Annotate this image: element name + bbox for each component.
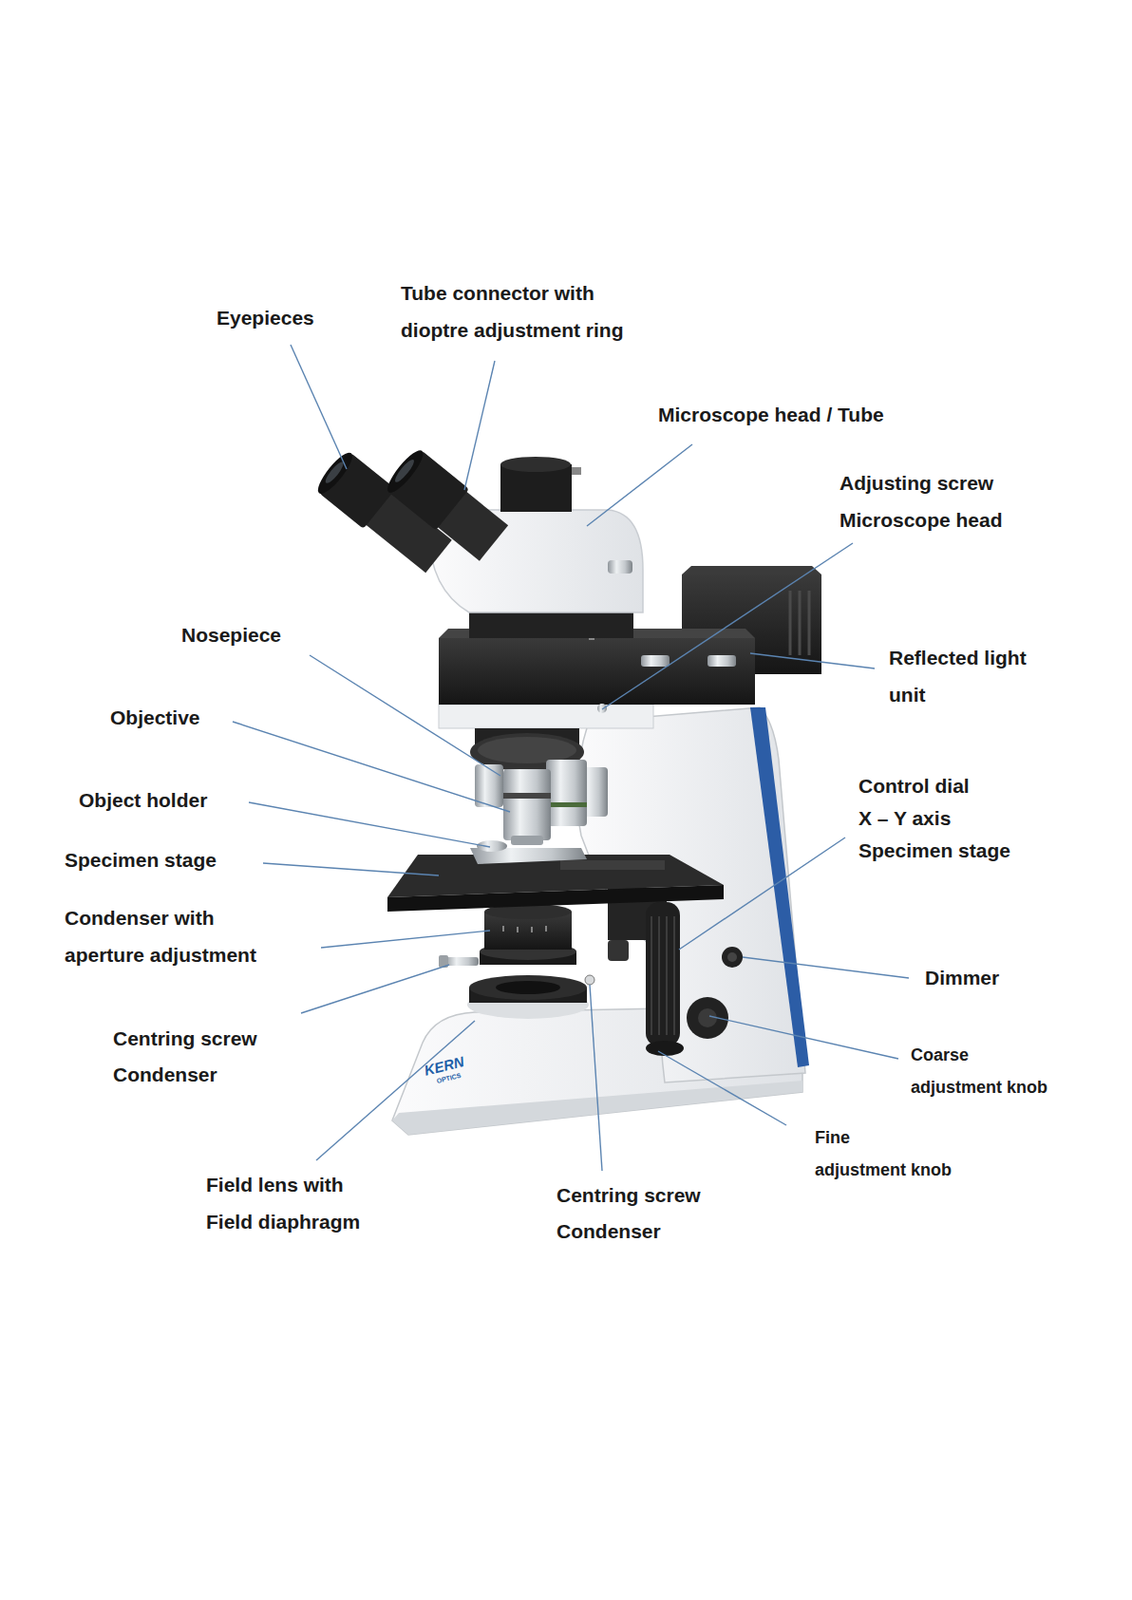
part-label: Specimen stage (64, 842, 217, 879)
part-label: Eyepieces (216, 300, 315, 337)
label-line: Condenser with (64, 899, 257, 937)
label-line: Dimmer (924, 960, 1000, 997)
label-line: adjustment knob (814, 1153, 952, 1187)
part-label: Fine adjustment knob (814, 1121, 952, 1187)
label-line: Condenser (556, 1213, 701, 1250)
part-label: Control dial X – Y axis Specimen stage (858, 770, 1011, 868)
part-label: Dimmer (924, 960, 1000, 997)
nosepiece (470, 728, 608, 846)
part-label: Centring screw Condenser (556, 1177, 701, 1250)
focus-drive (607, 887, 743, 1057)
label-line: Field diaphragm (206, 1203, 360, 1241)
label-line: Objective (110, 699, 201, 736)
label-line: Adjusting screw (839, 464, 1003, 502)
label-line: Coarse (910, 1038, 1048, 1072)
part-label: Centring screw Condenser (113, 1020, 258, 1094)
label-line: Field lens with (206, 1166, 360, 1204)
label-line: Condenser (113, 1056, 258, 1094)
part-label: Tube connector with dioptre adjustment r… (400, 274, 624, 349)
label-line: Fine (814, 1121, 952, 1154)
part-label: Microscope head / Tube (658, 396, 885, 434)
label-line: dioptre adjustment ring (400, 311, 624, 349)
label-line: Specimen stage (858, 834, 1011, 868)
field-lens (467, 975, 595, 1019)
label-line: aperture adjustment (64, 936, 257, 974)
part-label: Condenser with aperture adjustment (64, 899, 257, 974)
part-label: Object holder (78, 782, 208, 819)
label-line: adjustment knob (910, 1071, 1048, 1104)
label-line: Microscope head / Tube (658, 396, 885, 434)
label-line: X – Y axis (858, 802, 1011, 835)
label-line: Microscope head (839, 501, 1003, 539)
part-label: Reflected light unit (888, 639, 1027, 714)
part-label: Nosepiece (181, 617, 282, 654)
condenser (438, 904, 577, 968)
label-line: Specimen stage (64, 842, 217, 879)
part-label: Adjusting screw Microscope head (839, 464, 1003, 539)
part-label: Coarse adjustment knob (910, 1038, 1048, 1104)
label-line: Object holder (78, 782, 208, 819)
label-line: Centring screw (113, 1020, 258, 1057)
part-label: Objective (110, 699, 201, 736)
eyepiece (382, 446, 511, 565)
label-line: Tube connector with (400, 274, 624, 312)
leader-lines (232, 344, 909, 1171)
label-line: Reflected light (888, 639, 1027, 677)
part-label: Field lens with Field diaphragm (206, 1166, 360, 1241)
label-line: Nosepiece (181, 617, 282, 654)
label-line: unit (888, 676, 1027, 714)
label-line: Centring screw (556, 1177, 701, 1214)
label-line: Eyepieces (216, 300, 315, 337)
label-line: Control dial (858, 770, 1011, 803)
